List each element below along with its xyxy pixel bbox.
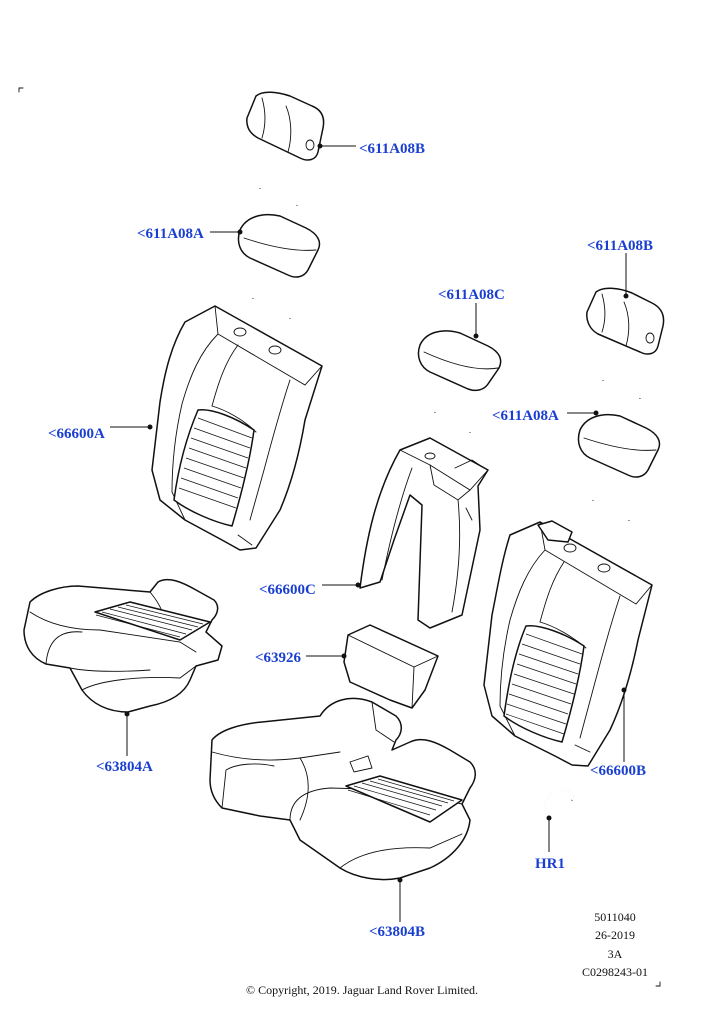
leader-lines — [110, 143, 629, 922]
reference-line-1: 5011040 — [594, 910, 636, 924]
headrest-611a08c-part — [417, 330, 502, 433]
headrest-611a08b-top-part — [246, 91, 325, 206]
callout-hr1[interactable]: HR1 — [535, 856, 565, 872]
callout-66600a[interactable]: <66600A — [48, 426, 105, 442]
armrest-63926-part — [343, 624, 439, 709]
backrest-66600a-part — [151, 305, 323, 551]
callout-66600b[interactable]: <66600B — [590, 763, 647, 779]
backrest-66600b-part — [483, 520, 653, 767]
cushion-63804a-part — [23, 578, 223, 713]
backrest-66600c-part — [359, 437, 489, 629]
callout-63926[interactable]: <63926 — [255, 650, 302, 666]
callout-63804a[interactable]: <63804A — [96, 759, 153, 775]
callout-66600c[interactable]: <66600C — [259, 582, 316, 598]
headrest-611a08b-right-part — [586, 287, 665, 399]
reference-line-3: 3A — [607, 947, 623, 961]
callout-611a08b-top[interactable]: <611A08B — [359, 141, 426, 157]
headrest-611a08a-left-part — [237, 213, 321, 319]
corner-mark — [18, 87, 24, 93]
clip-hr1-part — [543, 788, 574, 818]
reference-line-2: 26-2019 — [595, 928, 635, 942]
callout-611a08a-right[interactable]: <611A08A — [492, 408, 559, 424]
copyright-notice: © Copyright, 2019. Jaguar Land Rover Lim… — [245, 983, 479, 997]
callout-63804b[interactable]: <63804B — [369, 924, 426, 940]
callout-611a08b-right[interactable]: <611A08B — [587, 238, 654, 254]
cushion-63804b-part — [209, 697, 476, 881]
headrest-611a08a-right-part — [577, 413, 661, 521]
callout-611a08a-left[interactable]: <611A08A — [137, 226, 204, 242]
callout-611a08c[interactable]: <611A08C — [438, 287, 505, 303]
corner-mark — [655, 981, 661, 987]
reference-line-4: C0298243-01 — [582, 965, 648, 979]
